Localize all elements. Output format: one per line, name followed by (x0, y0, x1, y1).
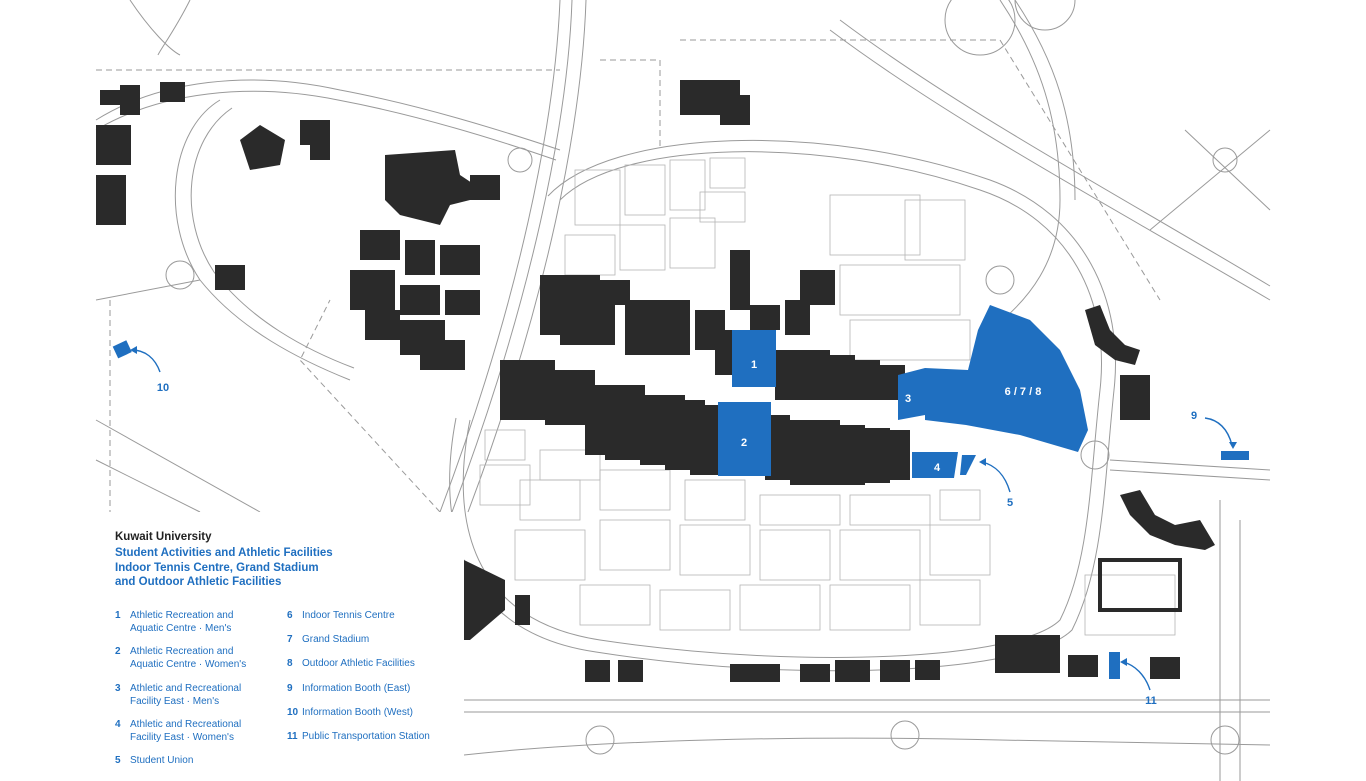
parking-lots (479, 157, 1176, 636)
legend-item-label: Indoor Tennis Centre (302, 610, 395, 621)
map-label-678: 6 / 7 / 8 (1005, 386, 1042, 398)
map-label-4: 4 (934, 462, 941, 474)
legend-item-label: Facility East · Women's (130, 731, 234, 743)
legend-item-label: Information Booth (West) (302, 707, 413, 718)
legend-item-number: 5 (115, 755, 121, 766)
legend-item-label: Facility East · Men's (130, 695, 220, 707)
legend-item-label: Aquatic Centre · Women's (130, 658, 247, 670)
legend-subtitle-line: Student Activities and Athletic Faciliti… (115, 547, 333, 559)
facility-3[interactable] (898, 368, 925, 420)
legend-subtitle-line: and Outdoor Athletic Facilities (115, 576, 282, 588)
map-label-1: 1 (751, 359, 757, 371)
facility-10[interactable] (112, 340, 132, 359)
legend-item-number: 4 (115, 719, 121, 730)
facility-5[interactable] (960, 455, 976, 475)
legend-item-label: Public Transportation Station (302, 731, 430, 742)
legend-item-number: 1 (115, 610, 121, 621)
map-label-2: 2 (741, 437, 747, 449)
legend-item-label: Information Booth (East) (302, 683, 411, 694)
legend-item-number: 7 (287, 634, 293, 645)
map-label-5: 5 (1007, 497, 1013, 509)
facility-9[interactable] (1221, 451, 1249, 460)
legend-item-number: 2 (115, 646, 121, 657)
highlighted-facilities (112, 305, 1249, 679)
legend-item-label: Athletic and Recreational (130, 719, 242, 730)
legend-item-number: 11 (287, 731, 298, 742)
map-label-11: 11 (1145, 695, 1157, 707)
legend-item-label: Student Union (130, 755, 194, 766)
legend-item-label: Athletic Recreation and (130, 646, 234, 657)
legend-item-number: 10 (287, 707, 299, 718)
facility-1[interactable] (732, 330, 776, 387)
arrow-heads (130, 346, 1237, 666)
map-label-9: 9 (1191, 410, 1197, 422)
legend-item-label: Outdoor Athletic Facilities (302, 658, 415, 669)
facility-678[interactable] (925, 305, 1088, 452)
map-label-3: 3 (905, 393, 911, 405)
legend-item-number: 8 (287, 658, 293, 669)
facility-2[interactable] (718, 402, 771, 476)
facility-4[interactable] (912, 452, 958, 478)
legend-item-number: 9 (287, 683, 293, 694)
campus-buildings (96, 80, 1215, 682)
legend-item-label: Athletic Recreation and (130, 610, 234, 621)
legend-item-number: 3 (115, 683, 121, 694)
legend-item-label: Aquatic Centre · Men's (130, 622, 232, 634)
map-label-10: 10 (157, 382, 169, 394)
legend-item-number: 6 (287, 610, 293, 621)
legend-subtitle: Student Activities and Athletic Faciliti… (115, 546, 455, 590)
legend-item-label: Grand Stadium (302, 634, 370, 645)
legend-subtitle-line: Indoor Tennis Centre, Grand Stadium (115, 561, 319, 574)
legend-title: Kuwait University (115, 531, 212, 543)
legend-item-label: Athletic and Recreational (130, 683, 242, 694)
map-legend: Kuwait University Student Activities and… (96, 512, 464, 781)
facility-11[interactable] (1109, 652, 1120, 679)
